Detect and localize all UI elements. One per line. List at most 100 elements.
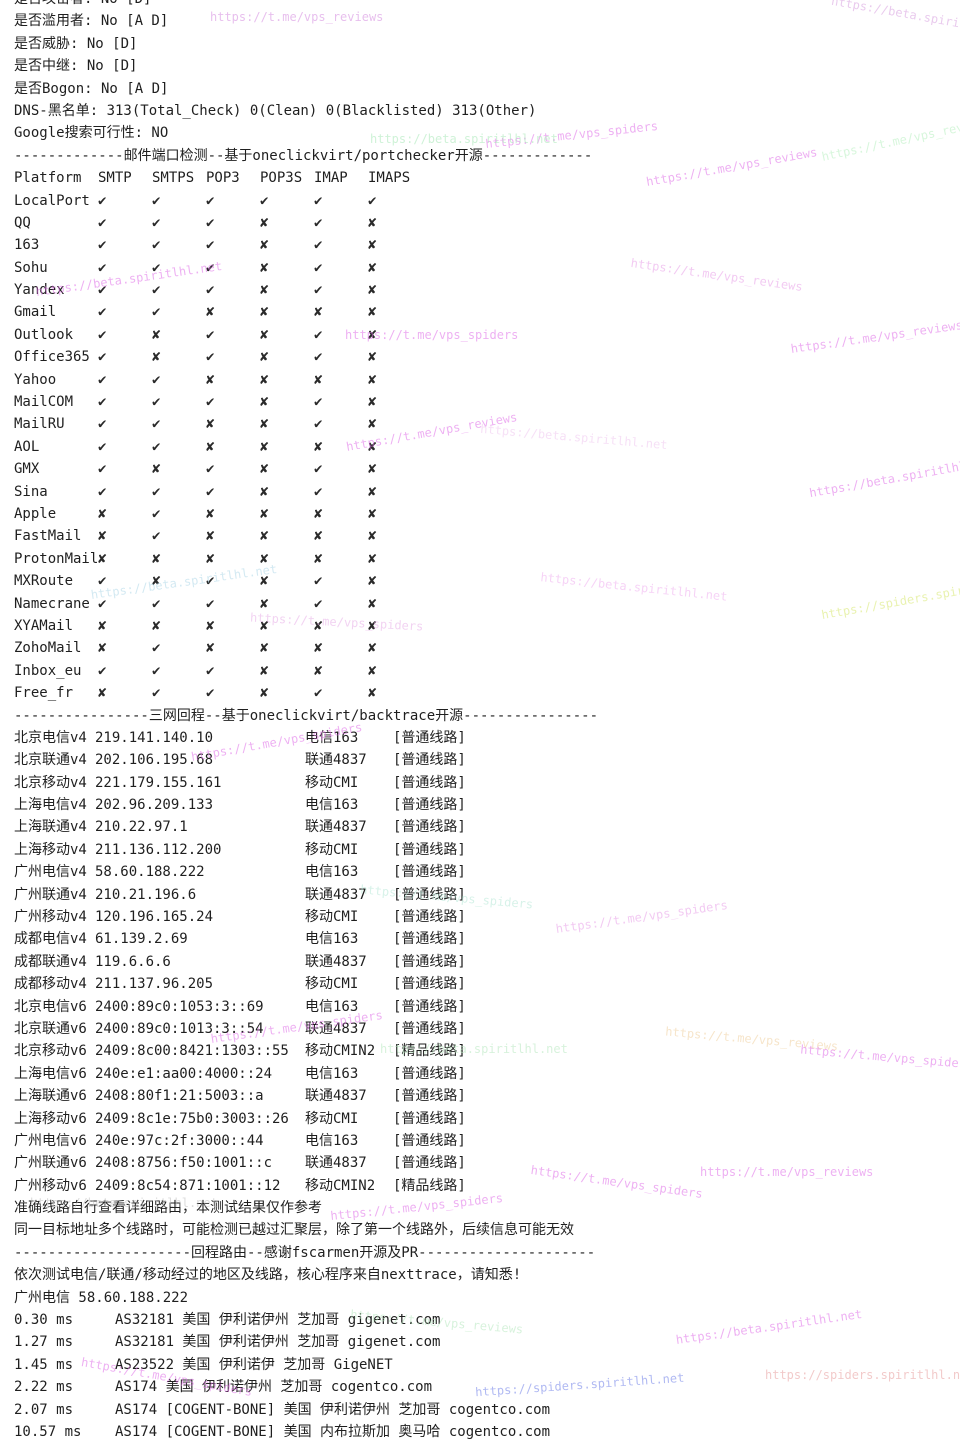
backtrace-section-title: ----------------三网回程--基于oneclickvirt/bac…: [14, 707, 599, 724]
platform-name: MailCOM: [14, 394, 74, 411]
hop-detail: AS174 [COGENT-BONE] 美国 内布拉斯加 奥马哈 cogentc…: [115, 1424, 551, 1440]
backtrace-location: 成都电信v4: [14, 931, 87, 948]
port-status-cell: ✘: [98, 640, 107, 657]
backtrace-location: 上海联通v4: [14, 819, 87, 836]
port-status-cell: ✔: [98, 259, 107, 276]
backtrace-route-type: [普通线路]: [393, 841, 466, 858]
backtrace-ip: 2409:8c1e:75b0:3003::26: [95, 1110, 289, 1127]
backtrace-isp: 电信163: [305, 931, 359, 948]
port-header-cell: SMTP: [98, 170, 132, 187]
port-table-row: 163✔✔✔✘✔✘: [14, 234, 954, 256]
port-status-cell: ✘: [368, 483, 377, 500]
platform-name: QQ: [14, 214, 31, 231]
backtrace-location: 广州电信v4: [14, 864, 87, 881]
backtrace-ip: 202.96.209.133: [95, 797, 214, 814]
port-status-cell: ✔: [98, 394, 107, 411]
port-table-row: MailCOM✔✔✔✘✔✘: [14, 391, 954, 413]
port-status-cell: ✘: [368, 214, 377, 231]
port-status-cell: ✘: [314, 371, 323, 388]
port-status-cell: ✔: [152, 237, 161, 254]
port-status-cell: ✔: [98, 304, 107, 321]
port-status-cell: ✘: [260, 505, 269, 522]
backtrace-isp: 联通4837: [305, 752, 367, 769]
port-status-cell: ✔: [152, 685, 161, 702]
note-line-1: 准确线路自行查看详细路由，本测试结果仅作参考: [14, 1200, 322, 1217]
backtrace-route-type: [普通线路]: [393, 909, 466, 926]
port-status-cell: ✘: [314, 662, 323, 679]
port-status-cell: ✘: [368, 282, 377, 299]
port-status-cell: ✘: [260, 214, 269, 231]
platform-name: Office365: [14, 349, 90, 366]
info-line: 是否威胁: No [D]: [14, 35, 138, 52]
backtrace-isp: 移动CMIN2: [305, 1043, 376, 1060]
port-status-cell: ✔: [98, 237, 107, 254]
port-status-cell: ✘: [260, 640, 269, 657]
backtrace-ip: 61.139.2.69: [95, 931, 188, 948]
backtrace-location: 广州联通v6: [14, 1155, 87, 1172]
platform-name: LocalPort: [14, 192, 90, 209]
port-status-cell: ✔: [206, 237, 215, 254]
platform-name: GMX: [14, 461, 40, 478]
port-status-cell: ✘: [260, 461, 269, 478]
platform-name: 163: [14, 237, 40, 254]
backtrace-ip: 202.106.195.68: [95, 752, 214, 769]
backtrace-isp: 联通4837: [305, 886, 367, 903]
backtrace-ip: 120.196.165.24: [95, 909, 214, 926]
port-status-cell: ✘: [368, 371, 377, 388]
port-status-cell: ✔: [206, 595, 215, 612]
port-table-row: Outlook✔✘✔✘✔✘: [14, 324, 954, 346]
backtrace-ip: 240e:e1:aa00:4000::24: [95, 1065, 273, 1082]
trace-intro: 依次测试电信/联通/移动经过的地区及线路，核心程序来自nexttrace，请知悉…: [14, 1267, 522, 1284]
port-status-cell: ✔: [314, 349, 323, 366]
hop-detail: AS32181 美国 伊利诺伊州 芝加哥 gigenet.com: [115, 1312, 441, 1329]
port-status-cell: ✔: [206, 192, 215, 209]
port-status-cell: ✘: [260, 349, 269, 366]
port-status-cell: ✔: [152, 192, 161, 209]
port-status-cell: ✔: [260, 192, 269, 209]
port-status-cell: ✘: [368, 326, 377, 343]
port-status-cell: ✔: [314, 483, 323, 500]
hop-detail: AS174 [COGENT-BONE] 美国 伊利诺伊州 芝加哥 cogentc…: [115, 1401, 551, 1418]
info-line: 是否攻击者: No [D]: [14, 0, 954, 10]
port-table-row: Office365✔✘✔✘✔✘: [14, 346, 954, 368]
platform-name: Gmail: [14, 304, 57, 321]
backtrace-isp: 电信163: [305, 797, 359, 814]
backtrace-route-type: [普通线路]: [393, 998, 466, 1015]
port-status-cell: ✘: [260, 685, 269, 702]
backtrace-ip: 211.137.96.205: [95, 976, 214, 993]
port-status-cell: ✔: [98, 214, 107, 231]
port-status-cell: ✔: [206, 349, 215, 366]
backtrace-ip: 2408:8756:f50:1001::c: [95, 1155, 273, 1172]
backtrace-isp: 联通4837: [305, 1020, 367, 1037]
port-status-cell: ✔: [314, 192, 323, 209]
backtrace-isp: 联通4837: [305, 953, 367, 970]
backtrace-isp: 电信163: [305, 998, 359, 1015]
port-status-cell: ✔: [152, 662, 161, 679]
ip-info-section: 是否攻击者: No [D]是否滥用者: No [A D]是否威胁: No [D]…: [14, 0, 954, 145]
port-status-cell: ✔: [368, 192, 377, 209]
port-status-cell: ✘: [314, 438, 323, 455]
platform-name: Inbox_eu: [14, 662, 82, 679]
port-status-cell: ✘: [368, 349, 377, 366]
port-status-cell: ✘: [368, 304, 377, 321]
port-status-cell: ✘: [260, 326, 269, 343]
info-line: 是否中继: No [D]: [14, 58, 138, 75]
port-status-cell: ✔: [152, 595, 161, 612]
backtrace-route-type: [普通线路]: [393, 1020, 466, 1037]
port-status-cell: ✔: [98, 573, 107, 590]
port-status-cell: ✔: [206, 394, 215, 411]
backtrace-isp: 电信163: [305, 1065, 359, 1082]
port-status-cell: ✘: [260, 371, 269, 388]
info-line: Google搜索可行性: NO: [14, 125, 169, 142]
info-line: DNS-黑名单: 313(Total_Check) 0(Clean) 0(Bla…: [14, 102, 537, 119]
port-status-cell: ✔: [152, 483, 161, 500]
port-status-cell: ✘: [152, 550, 161, 567]
port-status-cell: ✔: [98, 416, 107, 433]
